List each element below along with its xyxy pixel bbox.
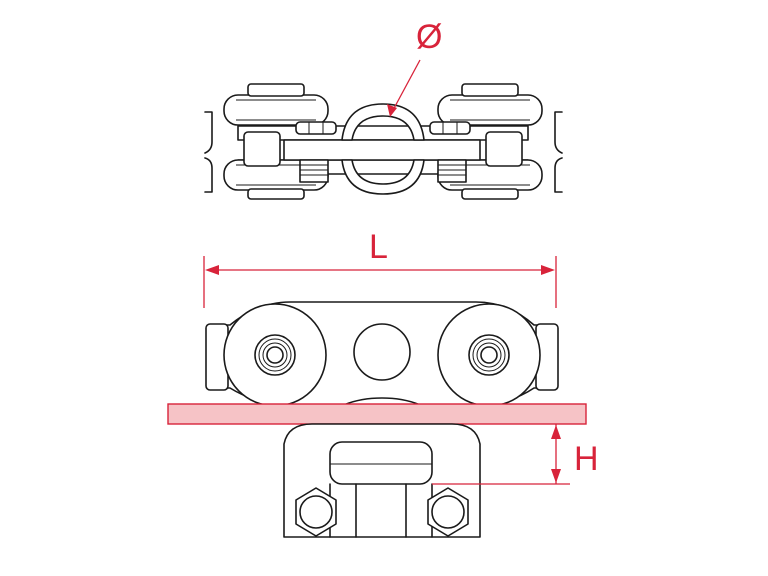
top-view: Ø bbox=[204, 18, 563, 200]
left-threaded-stud bbox=[299, 159, 329, 183]
height-arrow-bottom bbox=[551, 469, 561, 483]
height-arrow-top bbox=[551, 425, 561, 439]
length-arrow-right bbox=[541, 265, 555, 275]
center-clamp-plate bbox=[283, 139, 481, 161]
upper-body-plate bbox=[237, 125, 529, 141]
pipe-clamp-ring bbox=[341, 103, 425, 141]
right-axle-collar bbox=[485, 131, 523, 167]
center-hub bbox=[353, 323, 411, 381]
front-view: L bbox=[167, 228, 599, 538]
diameter-label: Ø bbox=[416, 18, 442, 56]
right-side-plate bbox=[554, 111, 563, 193]
diameter-arrowhead bbox=[387, 104, 397, 117]
wheel-top-right bbox=[437, 83, 543, 126]
right-wheel bbox=[437, 303, 541, 407]
diameter-leader bbox=[391, 59, 421, 113]
left-hex-bolt bbox=[295, 487, 337, 537]
left-nuts bbox=[295, 121, 337, 135]
rail-beam-flange bbox=[167, 403, 587, 425]
right-threaded-stud bbox=[437, 159, 467, 183]
left-wheel bbox=[223, 303, 327, 407]
length-label: L bbox=[369, 228, 388, 266]
right-hex-bolt bbox=[427, 487, 469, 537]
length-arrow-left bbox=[205, 265, 219, 275]
hanger-slot bbox=[329, 441, 433, 485]
height-label: H bbox=[574, 440, 599, 478]
left-side-plate bbox=[204, 111, 213, 193]
right-nuts bbox=[429, 121, 471, 135]
wheel-top-left bbox=[223, 83, 329, 126]
left-axle-collar bbox=[243, 131, 281, 167]
